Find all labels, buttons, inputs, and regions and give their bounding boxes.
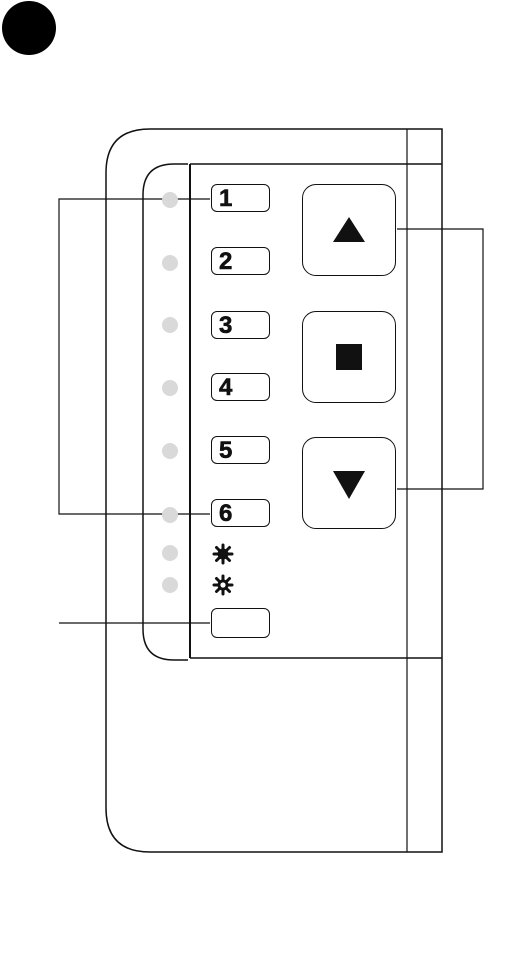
led-4 [162,380,178,396]
sun-solid-icon [212,543,234,565]
channel-button-3[interactable]: 3 [211,311,270,339]
channel-label-5: 5 [219,437,232,465]
up-button[interactable] [302,184,396,276]
down-button[interactable] [302,437,396,529]
channel-button-2[interactable]: 2 [211,247,270,275]
led-6 [162,507,178,523]
led-8 [162,577,178,593]
channel-label-4: 4 [219,374,232,402]
channel-button-5[interactable]: 5 [211,436,270,464]
led-5 [162,443,178,459]
stop-button[interactable] [302,311,396,403]
led-2 [162,255,178,271]
up-triangle-icon [302,184,396,276]
sun-outline-icon [212,574,234,596]
channel-button-6[interactable]: 6 [211,499,270,527]
led-7 [162,545,178,561]
channel-label-3: 3 [219,312,232,340]
led-3 [162,317,178,333]
stop-square-icon [302,311,396,403]
channel-label-1: 1 [219,185,232,213]
down-triangle-icon [302,437,396,529]
channel-label-6: 6 [219,500,232,528]
select-button[interactable] [211,608,270,638]
channel-label-2: 2 [219,248,232,276]
channel-button-4[interactable]: 4 [211,373,270,401]
channel-button-1[interactable]: 1 [211,184,270,212]
led-1 [162,192,178,208]
